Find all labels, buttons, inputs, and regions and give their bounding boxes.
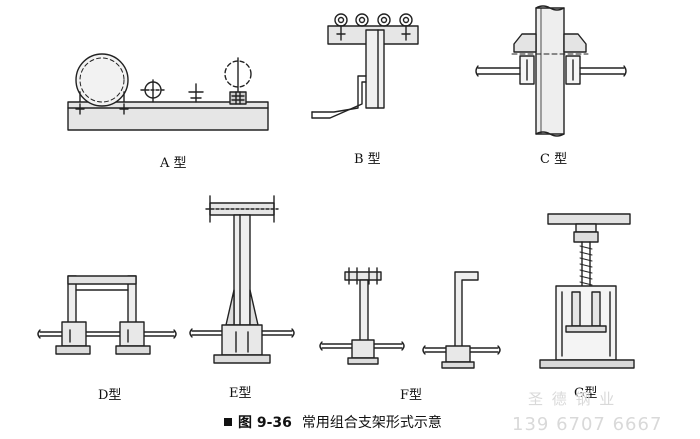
figure-caption: 图 9-36 常用组合支架形式示意 — [224, 412, 442, 432]
figure-title: 常用组合支架形式示意 — [301, 415, 442, 431]
type-c-drawing — [475, 5, 627, 137]
watermark-phone: 139 6707 6667 — [512, 414, 663, 435]
type-d-drawing — [37, 275, 177, 355]
type-e-drawing — [189, 195, 295, 364]
type-a-label: A 型 — [160, 156, 187, 171]
type-a-drawing — [67, 53, 269, 131]
type-g-drawing — [539, 213, 635, 369]
watermark-company: 圣 德 钢 业 — [528, 390, 617, 408]
type-c-label: C 型 — [540, 152, 568, 167]
type-d-label: D型 — [98, 388, 122, 403]
type-e-label: E型 — [229, 386, 252, 401]
type-b-label: B 型 — [354, 152, 381, 167]
caption-bullet-icon — [224, 418, 232, 426]
type-g-label: G型 — [574, 386, 598, 401]
type-b-drawing — [311, 13, 419, 119]
figure-number: 图 9-36 — [238, 415, 292, 431]
type-f-drawing — [319, 267, 501, 369]
type-f-label: F型 — [400, 388, 423, 403]
